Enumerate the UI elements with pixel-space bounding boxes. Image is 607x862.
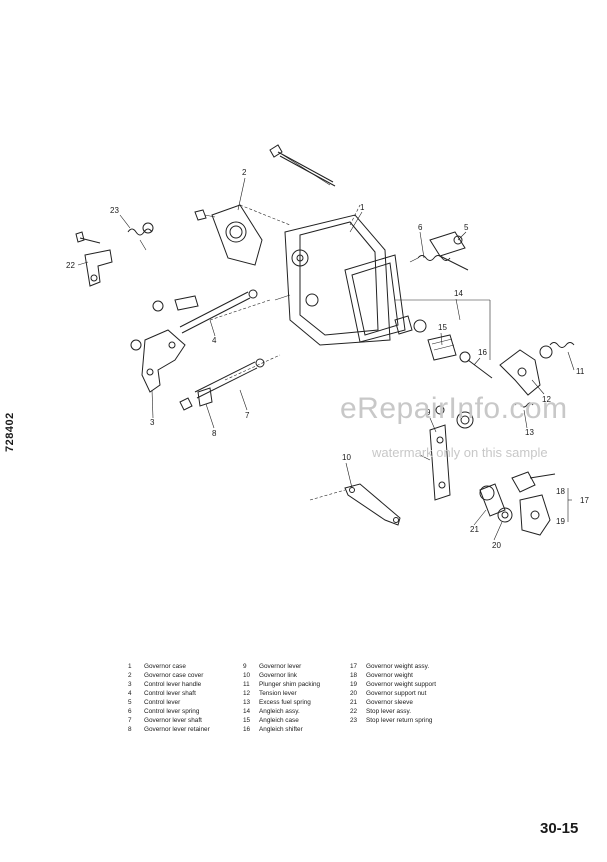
- callout-17: 17: [580, 496, 589, 505]
- callout-13: 13: [525, 428, 534, 437]
- watermark-brand: eRepairInfo.com: [340, 392, 568, 425]
- control-lever-shaft-part: [152, 289, 271, 334]
- callout-12: 12: [542, 395, 551, 404]
- callout-21: 21: [470, 525, 479, 534]
- callout-15: 15: [438, 323, 447, 332]
- stop-lever-return-spring-part: [127, 222, 154, 251]
- control-lever-handle-part: [130, 329, 186, 393]
- governor-support-nut-part: [497, 507, 513, 523]
- callout-23: 23: [110, 206, 119, 215]
- callout-9: 9: [426, 408, 431, 417]
- callout-10: 10: [342, 453, 351, 462]
- exploded-parts-diagram: 1 2 3 4 5 6 7 8 9 10 11 12 13 14 15 16 1…: [66, 144, 589, 550]
- stop-lever-assy-part: [75, 231, 113, 287]
- excess-fuel-spring-part: [514, 402, 534, 408]
- governor-lever-retainer-part: [197, 387, 213, 407]
- document-code: 728402: [4, 412, 16, 452]
- watermark-note: watermark only on this sample: [372, 445, 548, 460]
- callout-18: 18: [556, 487, 565, 496]
- callout-20: 20: [492, 541, 501, 550]
- callout-2: 2: [242, 168, 247, 177]
- plunger-shim-packing-part: [539, 342, 575, 359]
- tension-lever-part: [499, 349, 541, 396]
- callout-7: 7: [245, 411, 250, 420]
- callout-22: 22: [66, 261, 75, 270]
- callout-3: 3: [150, 418, 155, 427]
- callout-19: 19: [556, 517, 565, 526]
- callout-14: 14: [454, 289, 463, 298]
- governor-link-part: [309, 483, 401, 526]
- governor-lever-shaft-part: [179, 354, 281, 411]
- governor-lever-part: [419, 405, 474, 501]
- angleich-assy-part: [394, 299, 493, 379]
- control-lever-spring-part: [409, 255, 451, 263]
- leader-lines: [77, 177, 575, 541]
- governor-case-part: [269, 144, 406, 346]
- callout-11: 11: [576, 367, 585, 376]
- callout-4: 4: [212, 336, 217, 345]
- governor-weight-support-part: [519, 494, 551, 536]
- callout-6: 6: [418, 223, 423, 232]
- callout-16: 16: [478, 348, 487, 357]
- callout-labels: 1 2 3 4 5 6 7 8 9 10 11 12 13 14 15 16 1…: [66, 168, 589, 550]
- governor-sleeve-part: [479, 483, 506, 517]
- callout-1: 1: [360, 203, 365, 212]
- governor-weight-part: [511, 471, 556, 493]
- page-number: 30-15: [540, 820, 579, 837]
- governor-case-cover-part: [194, 204, 291, 266]
- callout-5: 5: [464, 223, 469, 232]
- callout-8: 8: [212, 429, 217, 438]
- control-lever-part: [429, 231, 469, 271]
